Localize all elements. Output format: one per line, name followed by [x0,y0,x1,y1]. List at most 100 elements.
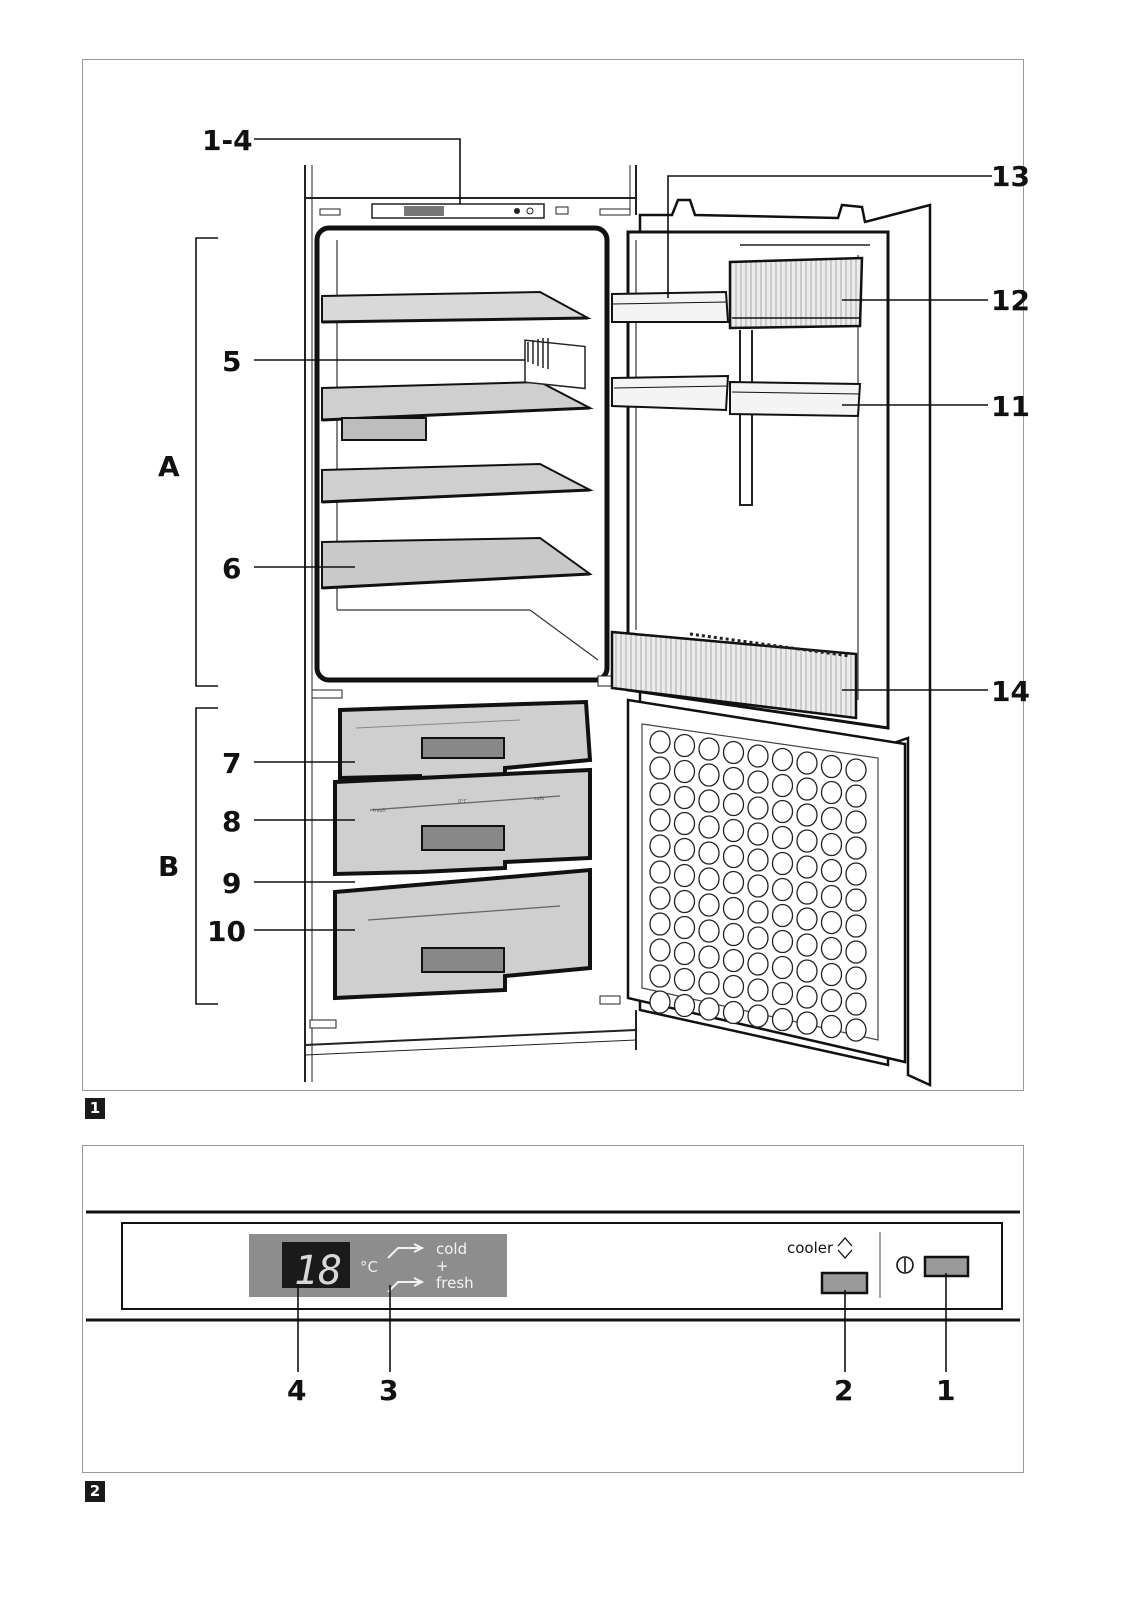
drawer-mark-zero: 0°C [458,799,468,805]
freezer-door-dimple [698,893,720,917]
freezer-door-dimple [820,884,843,909]
freezer-door-dimple [698,789,720,813]
freezer-door-dimple [649,834,671,858]
freezer-door-dimple [820,806,843,831]
label-a: A [158,450,180,483]
freezer-door-dimple [845,992,867,1016]
freezer-door-dimple [649,782,671,806]
freezer-door-dimple [771,799,794,824]
freezer-door-dimple [673,759,696,784]
label-panel-3: 3 [379,1374,398,1407]
freezer-door-dimple [845,862,867,886]
freezer-door-dimple [771,1007,794,1032]
freezer-door-dimple [649,860,671,884]
freezer-door-dimple [649,730,671,754]
freezer-door-dimple [820,988,843,1013]
label-b: B [158,850,179,883]
freezer-door-dimple [722,740,745,765]
freezer-door-dimple [796,959,818,983]
label-1-4: 1-4 [202,124,253,157]
freezer-door-dimple [698,737,720,761]
freezer-door-dimple [796,829,818,853]
freezer-door-dimple [722,844,745,869]
freezer-door-dimple [771,929,794,954]
freezer-door-dimple [771,825,794,850]
freezer-door-dimple [796,1011,818,1035]
freezer-door-dimple [747,822,769,846]
freezer-door-dimple [820,962,843,987]
freezer-door-dimple [796,933,818,957]
freezer-door-dimple [771,747,794,772]
figure-2-frame [82,1145,1024,1473]
fridge-cabinet [304,165,637,1082]
label-6: 6 [222,552,241,585]
figure-1-frame [82,59,1024,1091]
freezer-door-dimple [722,766,745,791]
freezer-door-dimple [722,974,745,999]
freezer-door-dimple [845,1018,867,1042]
freezer-door-dimple [771,773,794,798]
freezer-door-dimple [845,940,867,964]
control-strip [319,203,631,219]
freezer-door-dimple [771,955,794,980]
freezer-door-dimple [747,900,769,924]
mode-fresh: fresh [436,1274,474,1292]
callout-lines [195,138,992,1005]
label-panel-2: 2 [834,1374,853,1407]
label-panel-4: 4 [287,1374,306,1407]
freezer-door-dimple [722,922,745,947]
label-panel-1: 1 [936,1374,955,1407]
freezer-door-dimple [722,896,745,921]
mode-arrows [387,1243,425,1293]
freezer-door-dimple [796,907,818,931]
freezer-door-dimple [747,1004,769,1028]
freezer-door-dimple [698,867,720,891]
freezer-door-dimple [820,832,843,857]
freezer-door-dimple [722,818,745,843]
freezer-door-dimple [747,874,769,898]
freezer-door-dimple [845,784,867,808]
freezer-door-dimple [845,914,867,938]
freezer-door-dimple [747,952,769,976]
freezer-door-dimple [673,915,696,940]
glass-shelves [321,290,594,590]
freezer-door-dimple [649,964,671,988]
label-12: 12 [991,284,1030,317]
label-8: 8 [222,805,241,838]
freezer-door-dimple [698,815,720,839]
freezer-door-dimple [649,886,671,910]
power-icon [896,1256,914,1274]
freezer-door-dimple [820,910,843,935]
door-racks [610,256,864,720]
freezer-door-dimple [771,903,794,928]
freezer-door [626,698,907,1064]
freezer-door-dimple [673,993,696,1018]
mode-plus: + [436,1257,449,1275]
freezer-door-dimple [747,770,769,794]
freezer-door-dimple [771,851,794,876]
freezer-door-dimple [698,945,720,969]
freezer-door-dimple [698,841,720,865]
freezer-door-dimple [796,751,818,775]
interior-light [524,338,586,390]
freezer-door-dimple [845,810,867,834]
freezer-door-dimple [796,855,818,879]
figure-2-badge: 2 [85,1481,105,1502]
egg-tray [341,417,427,441]
freezer-door-dimple [845,758,867,782]
freezer-door-dimple [673,863,696,888]
freezer-door-dimple [722,948,745,973]
freezer-door-dimple [845,888,867,912]
freezer-door-dimple [673,785,696,810]
freezer-door-dimple [649,990,671,1014]
freezer-door-dimple [771,877,794,902]
freezer-door-dimple [796,985,818,1009]
freezer-door-dimple [845,966,867,990]
freezer-door-dimple [747,796,769,820]
freezer-door-dimple [820,780,843,805]
freezer-door-dimple [796,881,818,905]
freezer-door-dimple [820,936,843,961]
freezer-door-dimple [820,858,843,883]
figure-1-badge: 1 [85,1098,105,1119]
